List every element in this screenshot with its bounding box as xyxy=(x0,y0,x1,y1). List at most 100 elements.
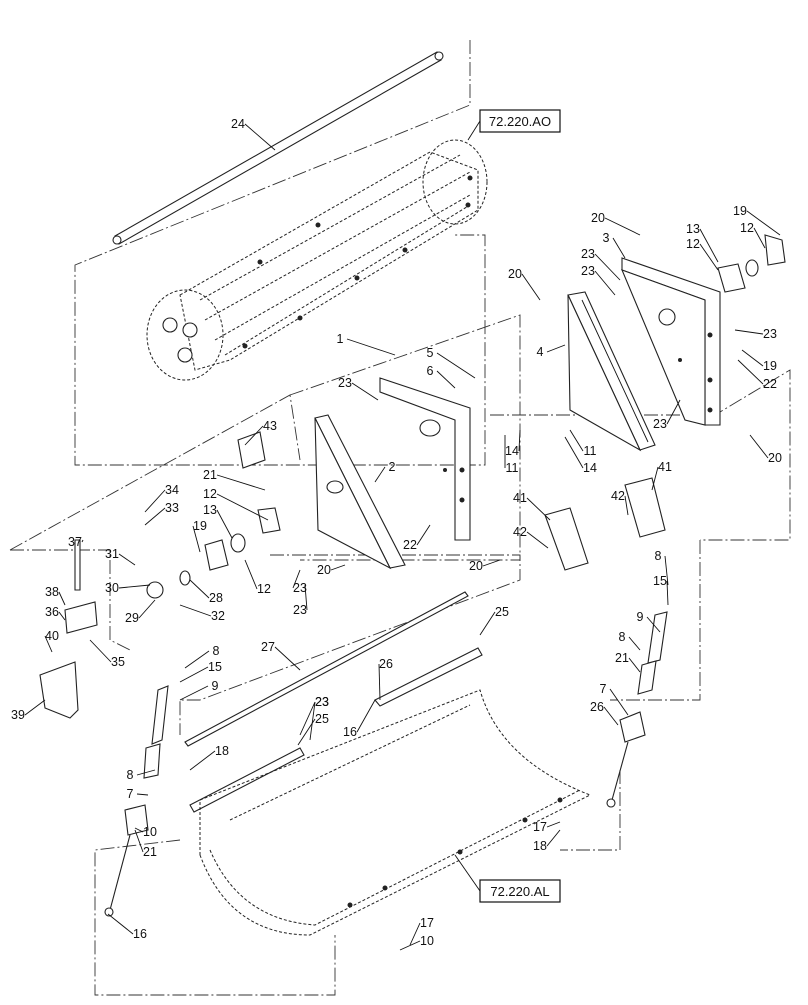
callout-number: 24 xyxy=(231,117,245,131)
callout-number: 10 xyxy=(143,825,157,839)
callout-number: 9 xyxy=(637,610,644,624)
callout-number: 12 xyxy=(686,237,700,251)
callout-leader xyxy=(378,663,381,701)
callout-number: 25 xyxy=(315,712,329,726)
bar-27 xyxy=(184,591,469,747)
callout-leader xyxy=(24,699,46,716)
callout-leader xyxy=(604,217,641,236)
callout-number: 16 xyxy=(133,927,147,941)
callout-number: 10 xyxy=(420,934,434,948)
triangle-bracket-2 xyxy=(314,414,406,570)
callout-leader xyxy=(134,829,144,853)
callout-leader xyxy=(416,524,431,546)
callout-leader xyxy=(546,821,561,828)
callout-number: 19 xyxy=(733,204,747,218)
callout-number: 7 xyxy=(127,787,134,801)
callout-number: 23 xyxy=(653,417,667,431)
center-plate xyxy=(379,377,471,541)
callout-leader xyxy=(628,657,641,673)
callout-leader xyxy=(118,584,151,589)
callout-leader xyxy=(292,569,301,589)
callout-leader xyxy=(624,495,629,516)
callout-number: 43 xyxy=(263,419,277,433)
phantom-outlines xyxy=(9,40,791,996)
callout-number: 14 xyxy=(505,444,519,458)
callout-number: 25 xyxy=(495,605,509,619)
callout-number: 12 xyxy=(740,221,754,235)
callout-leader xyxy=(664,555,669,586)
callout-number: 8 xyxy=(127,768,134,782)
roller-shaft xyxy=(112,51,444,245)
callout-leader xyxy=(436,352,476,379)
callout-leader xyxy=(666,399,681,425)
callout-leader xyxy=(297,718,316,746)
callout-leader xyxy=(753,227,766,249)
callout-number: 41 xyxy=(513,491,527,505)
callout-number: 21 xyxy=(615,651,629,665)
callout-leader xyxy=(526,497,551,521)
callout-number: 23 xyxy=(581,264,595,278)
callout-number: 23 xyxy=(293,581,307,595)
callout-leader xyxy=(299,701,316,736)
callout-leader xyxy=(479,611,496,636)
callout-number: 23 xyxy=(338,376,352,390)
callout-leader xyxy=(409,922,421,946)
callout-number: 20 xyxy=(768,451,782,465)
callout-number: 22 xyxy=(403,538,417,552)
callout-leader xyxy=(244,559,258,590)
callout-number: 29 xyxy=(125,611,139,625)
callout-leader xyxy=(138,599,156,619)
callout-leader xyxy=(436,370,456,389)
callout-number: 18 xyxy=(215,744,229,758)
callout-leader xyxy=(89,639,112,663)
callout-number: 11 xyxy=(506,461,519,475)
callout-number: 20 xyxy=(508,267,522,281)
callout-leader xyxy=(351,382,379,401)
callout-number: 35 xyxy=(111,655,125,669)
callout-leader xyxy=(666,580,669,606)
callout-leader xyxy=(564,436,584,469)
callout-leader xyxy=(346,338,396,356)
callout-number: 3 xyxy=(603,231,610,245)
callout-number: 16 xyxy=(343,725,357,739)
callout-leader xyxy=(179,604,212,617)
callout-number: 38 xyxy=(45,585,59,599)
callout-leader xyxy=(216,474,266,491)
callout-number: 15 xyxy=(208,660,222,674)
callout-leader xyxy=(651,466,659,491)
callout-leader xyxy=(179,666,209,683)
callout-number: 9 xyxy=(212,679,219,693)
callout-number: 4 xyxy=(537,345,544,359)
callout-number: 36 xyxy=(45,605,59,619)
callout-number: 17 xyxy=(420,916,434,930)
callout-number: 1 xyxy=(337,332,344,346)
callout-number: 40 xyxy=(45,629,59,643)
callout-leader xyxy=(244,425,264,446)
callout-leader xyxy=(304,584,308,611)
callout-number: 19 xyxy=(763,359,777,373)
callout-number: 42 xyxy=(611,489,625,503)
callout-leader xyxy=(216,509,233,539)
callout-leader xyxy=(609,688,629,716)
callout-number: 26 xyxy=(379,657,393,671)
concave-pan xyxy=(199,689,592,936)
callout-number: 14 xyxy=(583,461,597,475)
callout-number: 8 xyxy=(213,644,220,658)
callout-leader xyxy=(58,611,66,621)
callout-leader xyxy=(179,685,209,701)
callout-leader xyxy=(189,579,210,599)
callout-number: 8 xyxy=(619,630,626,644)
callout-leader xyxy=(184,650,210,669)
callout-leader xyxy=(699,243,719,271)
callout-leader xyxy=(144,489,166,513)
callout-leader xyxy=(118,553,136,566)
callout-number: 5 xyxy=(427,346,434,360)
callout-leader xyxy=(136,793,149,796)
callout-number: 8 xyxy=(655,549,662,563)
callout-leader xyxy=(737,359,764,385)
callout-leader xyxy=(741,349,764,367)
callout-number: 12 xyxy=(257,582,271,596)
reference-box-72-220-ao: 72.220.AO xyxy=(467,109,561,141)
callout-number: 17 xyxy=(533,820,547,834)
callout-leader xyxy=(699,228,719,263)
